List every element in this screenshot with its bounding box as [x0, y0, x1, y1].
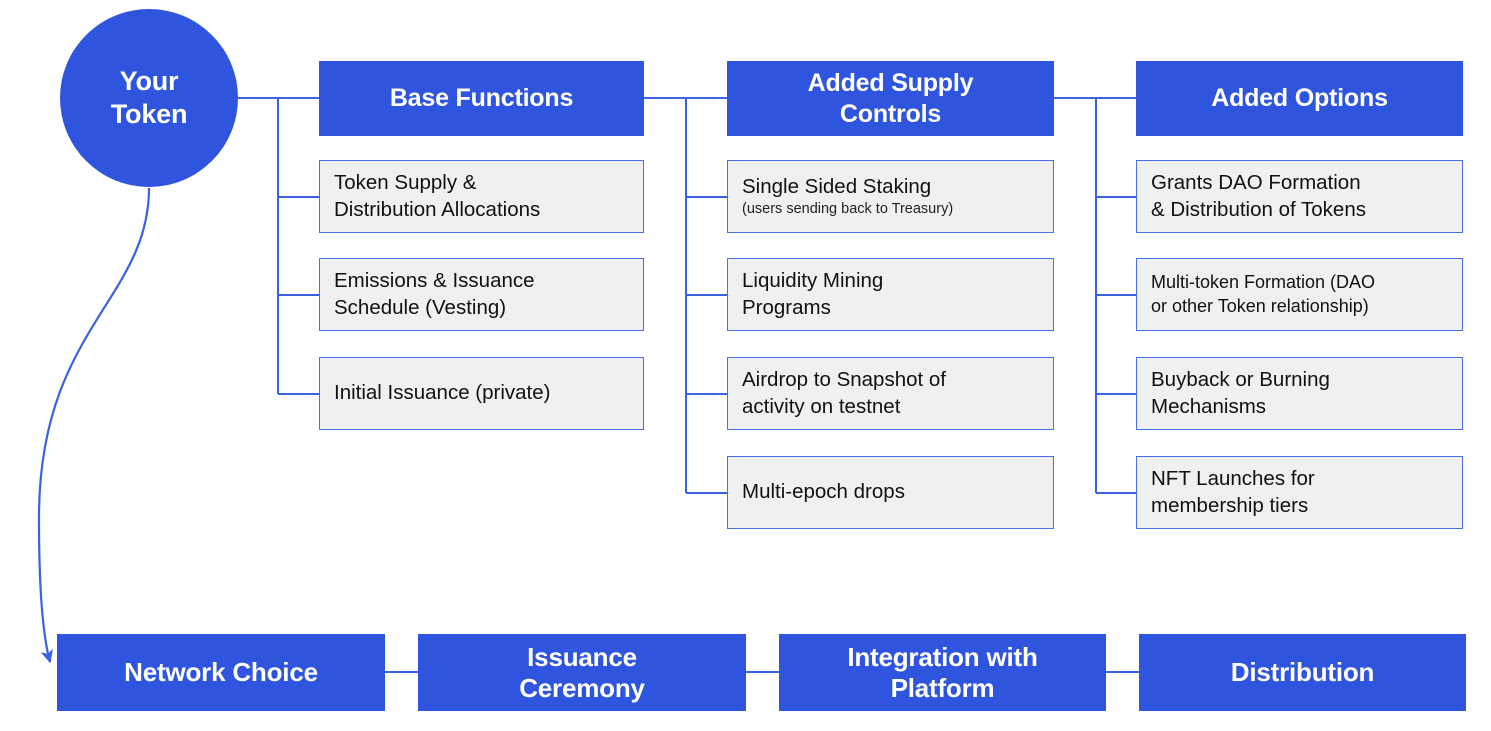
leaf-box[interactable]: Initial Issuance (private)	[319, 357, 644, 430]
leaf-box[interactable]: Token Supply &Distribution Allocations	[319, 160, 644, 233]
flow-arrow-to-network-choice	[37, 187, 151, 664]
leaf-label: Token Supply &Distribution Allocations	[334, 171, 541, 221]
leaf-label: Multi-epoch drops	[742, 480, 905, 504]
process-step-distribution[interactable]: Distribution	[1139, 634, 1466, 711]
leaf-box[interactable]: Grants DAO Formation& Distribution of To…	[1136, 160, 1463, 233]
process-step-network-choice[interactable]: Network Choice	[57, 634, 385, 711]
column-header-base-functions[interactable]: Base Functions	[319, 61, 644, 136]
process-step-label: Network Choice	[124, 657, 318, 688]
column-header-label: Base Functions	[389, 84, 574, 113]
leaf-box[interactable]: Single Sided Staking (users sending back…	[727, 160, 1054, 233]
process-step-label: Distribution	[1230, 657, 1375, 688]
leaf-box[interactable]: Multi-epoch drops	[727, 456, 1054, 529]
column-header-added-options[interactable]: Added Options	[1136, 61, 1463, 136]
leaf-label: Grants DAO Formation& Distribution of To…	[1151, 171, 1366, 221]
leaf-label: Single Sided Staking	[742, 175, 932, 199]
leaf-label: Initial Issuance (private)	[334, 381, 551, 405]
column-header-label: Added Options	[1211, 84, 1388, 113]
leaf-sublabel: (users sending back to Treasury)	[742, 201, 954, 218]
